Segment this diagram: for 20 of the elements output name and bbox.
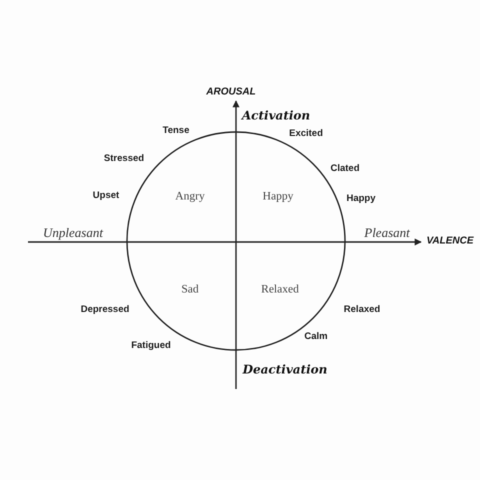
emotion-label: Fatigued bbox=[131, 340, 171, 352]
emotion-label: Clated bbox=[330, 164, 360, 174]
pole-label: Unpleasant bbox=[43, 226, 103, 240]
axis-title: VALENCE bbox=[426, 236, 474, 246]
pole-label: Deactivation bbox=[242, 363, 328, 377]
emotion-label: Sad bbox=[181, 284, 199, 296]
emotion-label: Relaxed bbox=[261, 284, 299, 296]
axis-title: AROUSAL bbox=[206, 86, 256, 98]
emotion-label: Relaxed bbox=[344, 304, 380, 316]
emotion-label: Tense bbox=[162, 126, 190, 136]
emotion-label: Excited bbox=[289, 128, 323, 140]
emotion-label: Angry bbox=[175, 190, 205, 204]
emotion-label: Stressed bbox=[104, 154, 144, 164]
emotion-label: Happy bbox=[346, 194, 376, 204]
emotion-label: Depressed bbox=[80, 304, 130, 316]
pole-label: Pleasant bbox=[364, 226, 410, 240]
emotion-label: Calm bbox=[304, 332, 328, 342]
pole-label: Activation bbox=[242, 109, 310, 123]
emotion-label: Upset bbox=[92, 190, 120, 202]
emotion-label: Happy bbox=[262, 190, 294, 204]
